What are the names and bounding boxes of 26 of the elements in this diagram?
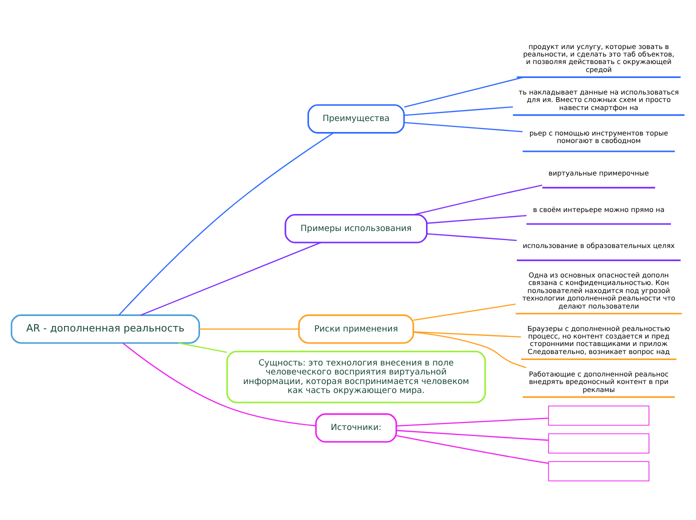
connector [199, 328, 299, 330]
connector [404, 76, 524, 108]
connector [396, 417, 548, 426]
connector [426, 214, 527, 224]
connector [426, 232, 517, 240]
node-box [548, 460, 650, 481]
node-box: Примеры использования [284, 213, 428, 243]
node-box: Риски применения [298, 314, 414, 344]
connector [396, 429, 548, 440]
node-box: AR - дополненная реальность [10, 314, 200, 344]
node-box: Сущность: это технология внесения в поле человеческого восприятия виртуальной информации, которая воспринимается человеком как часть окружающего мира. [226, 350, 486, 403]
connector [413, 303, 516, 320]
connector [122, 342, 316, 426]
connector [404, 106, 513, 116]
node-box [548, 405, 650, 426]
connector [413, 330, 522, 338]
connector [178, 342, 227, 352]
connector [140, 242, 321, 316]
connector [404, 121, 523, 132]
connector [118, 132, 334, 316]
node-box: Источники: [315, 412, 398, 442]
connector [396, 434, 549, 464]
node-box: Преимущества [307, 104, 405, 134]
connector [414, 331, 526, 368]
node-box [548, 432, 650, 453]
connector [414, 184, 542, 215]
